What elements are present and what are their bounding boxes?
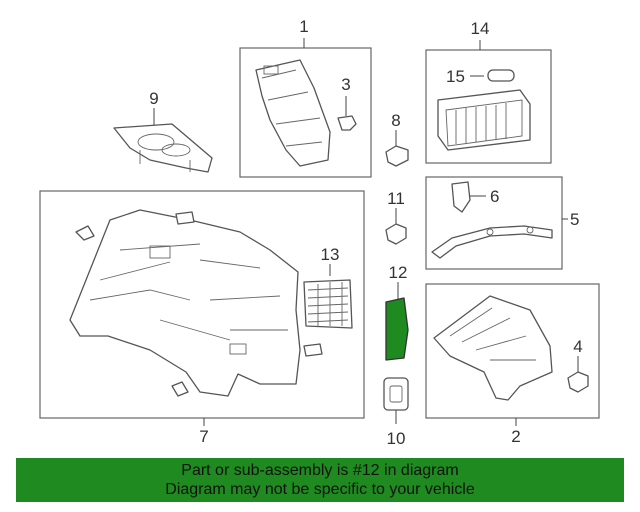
- callout-14: 14: [471, 19, 490, 38]
- part-7-clip-c[interactable]: [171, 381, 189, 397]
- part-3-clip[interactable]: [337, 96, 357, 131]
- part-15-bulb[interactable]: [487, 69, 515, 82]
- part-7-clip-a[interactable]: [75, 225, 95, 241]
- part-9-cup-holder[interactable]: [113, 123, 213, 173]
- part-7-clip-d[interactable]: [303, 343, 323, 357]
- callout-8: 8: [391, 111, 400, 130]
- part-4-clip[interactable]: [567, 371, 589, 393]
- part-11-clip[interactable]: [385, 223, 407, 245]
- part-7-quarter-panel[interactable]: [69, 209, 301, 397]
- part-14-box: [425, 49, 552, 164]
- part-2-side-panel[interactable]: [433, 295, 553, 401]
- callout-11: 11: [387, 189, 405, 208]
- banner-line-2: Diagram may not be specific to your vehi…: [165, 481, 475, 498]
- part-1-box: [239, 47, 372, 178]
- callout-7: 7: [199, 427, 208, 446]
- callout-10: 10: [387, 429, 406, 448]
- part-7-box: [39, 190, 365, 419]
- part-8-clip[interactable]: [385, 145, 409, 167]
- callout-13: 13: [321, 245, 340, 264]
- part-5-rail[interactable]: [431, 225, 553, 259]
- banner-line-1: Part or sub-assembly is #12 in diagram: [181, 462, 459, 479]
- callout-4: 4: [573, 337, 582, 356]
- fitment-banner: Part or sub-assembly is #12 in diagram D…: [16, 458, 624, 502]
- callout-12: 12: [389, 263, 408, 282]
- part-5-box: [425, 176, 563, 270]
- part-2-box: [425, 283, 600, 419]
- part-12-cover[interactable]: [385, 297, 409, 361]
- parts-diagram: 1 3 9 14 15 8 5 6: [39, 17, 600, 448]
- part-6-bracket[interactable]: [451, 181, 471, 213]
- callout-3: 3: [341, 75, 350, 94]
- part-1-quarter-trim[interactable]: [255, 59, 331, 167]
- part-10-hook[interactable]: [383, 377, 409, 411]
- part-13-vent-grille[interactable]: [303, 279, 353, 329]
- callout-2: 2: [511, 427, 520, 446]
- part-7-clip-b[interactable]: [175, 211, 195, 225]
- callout-9: 9: [149, 89, 158, 108]
- callout-6: 6: [490, 187, 499, 206]
- callout-5: 5: [570, 210, 579, 229]
- part-14-lamp[interactable]: [437, 89, 531, 151]
- callout-15: 15: [446, 67, 465, 86]
- callout-1: 1: [299, 17, 308, 36]
